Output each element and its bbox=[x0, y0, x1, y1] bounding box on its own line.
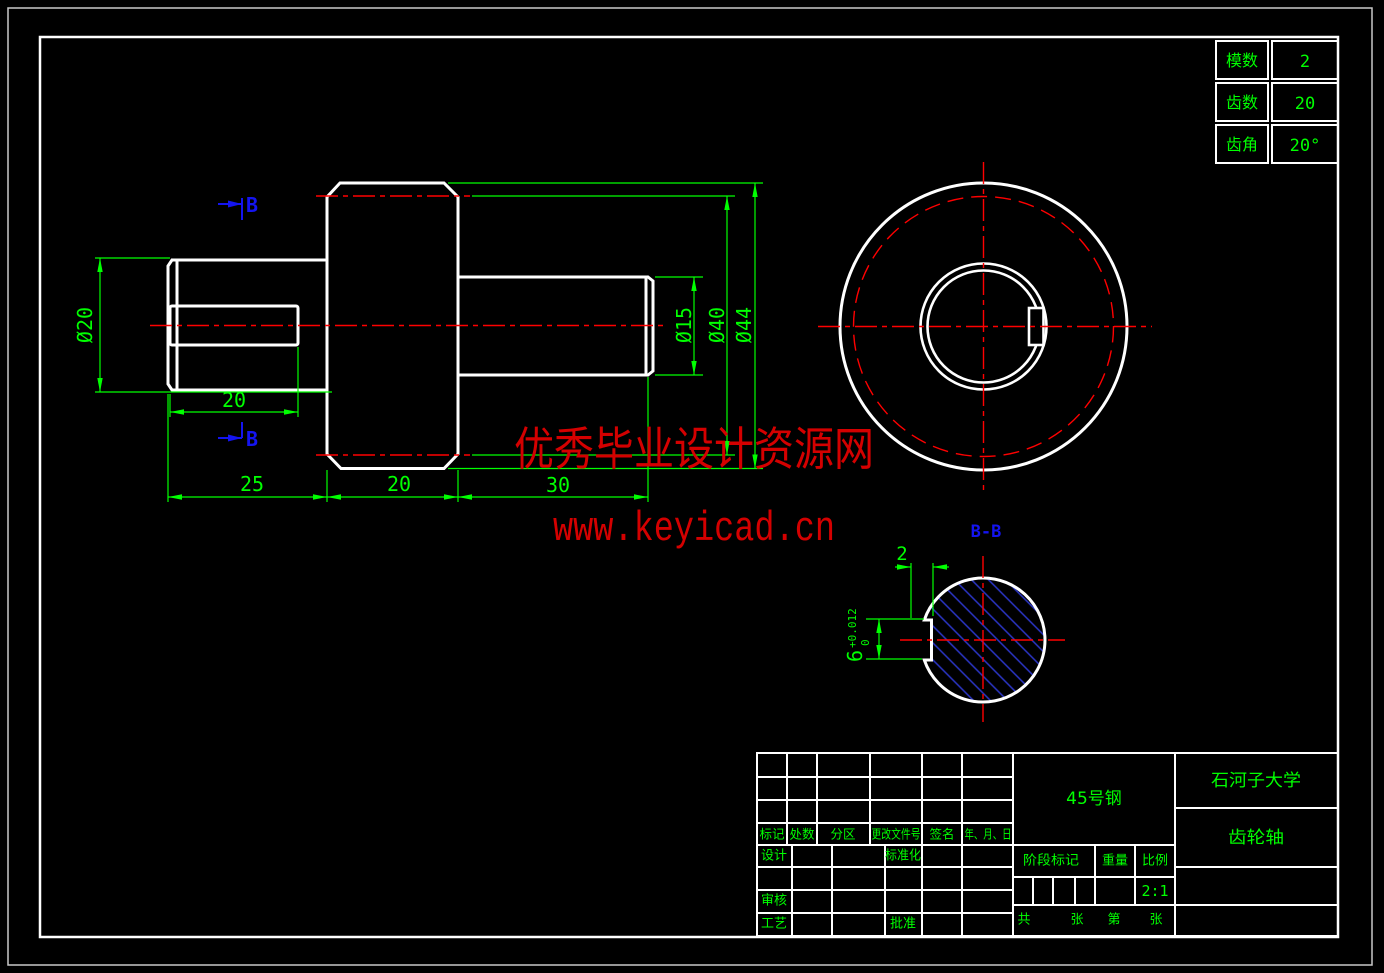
centerlines-main-view bbox=[150, 195, 663, 456]
scale-label: 比例 bbox=[1142, 854, 1168, 869]
dim-label-25: 25 bbox=[240, 472, 264, 496]
part-name: 齿轮轴 bbox=[1228, 828, 1284, 848]
standardization-label: 标准化 bbox=[885, 849, 921, 864]
tolerance-upper: +0.012 bbox=[846, 608, 859, 648]
material-label: 45号钢 bbox=[1066, 789, 1122, 809]
sheet-total-unit: 张 bbox=[1070, 913, 1083, 928]
outer-border bbox=[7, 7, 1373, 966]
review-label: 审核 bbox=[761, 894, 787, 909]
dim-label-phi44: Ø44 bbox=[732, 307, 756, 343]
gear-end-view bbox=[818, 162, 1152, 492]
university-name: 石河子大学 bbox=[1211, 771, 1301, 791]
watermark-line1: 优秀毕业设计资源网 bbox=[514, 422, 874, 476]
dim-label-30: 30 bbox=[546, 473, 570, 497]
weight-label: 重量 bbox=[1102, 853, 1128, 869]
section-label-b-bottom: B bbox=[246, 427, 258, 451]
revision-header-mark: 标记 bbox=[759, 827, 785, 842]
dim-label-phi15: Ø15 bbox=[672, 307, 696, 343]
section-view-bb: B-B 2 6 +0.012 0 bbox=[843, 522, 1065, 722]
process-label: 工艺 bbox=[761, 917, 787, 932]
svg-text:6: 6 bbox=[843, 650, 867, 662]
param-label-module: 模数 bbox=[1226, 51, 1258, 70]
dim-label-20: 20 bbox=[387, 472, 411, 496]
param-label-teeth: 齿数 bbox=[1226, 93, 1258, 112]
dim-label-phi20: Ø20 bbox=[73, 307, 97, 343]
watermark-line2: www.keyicad.cn bbox=[553, 505, 835, 553]
revision-header-count: 处数 bbox=[789, 827, 815, 842]
bb-keyway-width-label: 6 +0.012 0 bbox=[843, 608, 872, 662]
approve-label: 批准 bbox=[890, 917, 916, 932]
watermark: 优秀毕业设计资源网 www.keyicad.cn bbox=[514, 422, 874, 553]
sheet-number-unit: 张 bbox=[1149, 913, 1162, 928]
param-value-teeth: 20 bbox=[1295, 94, 1315, 114]
sheet-total-label: 共 bbox=[1017, 913, 1030, 928]
revision-header-date: 年、月、日 bbox=[965, 827, 1012, 842]
section-view-title: B-B bbox=[971, 522, 1002, 542]
param-value-module: 2 bbox=[1300, 52, 1310, 72]
title-block: 标记 处数 分区 更改文件号 签名 年、月、日 设计 标准化 审核 工艺 批准 … bbox=[756, 752, 1339, 937]
scale-value: 2:1 bbox=[1141, 882, 1168, 900]
dim-label-keyway-length: 20 bbox=[222, 388, 246, 412]
revision-header-signature: 签名 bbox=[929, 827, 954, 842]
design-label: 设计 bbox=[761, 849, 787, 864]
sheet-number-label: 第 bbox=[1107, 913, 1120, 928]
bb-keyway-width-dim bbox=[866, 618, 924, 660]
section-label-b-top: B bbox=[246, 193, 258, 217]
gear-params-table: 模数 2 齿数 20 齿角 20° bbox=[1215, 40, 1339, 164]
section-mark-b-top: B bbox=[218, 193, 258, 220]
pitch-circle bbox=[852, 195, 1115, 458]
inner-border bbox=[38, 35, 1340, 939]
param-label-angle: 齿角 bbox=[1226, 135, 1258, 154]
dim-label-phi40: Ø40 bbox=[705, 307, 729, 343]
title-block-grid bbox=[756, 752, 1339, 937]
dimension-lines bbox=[97, 183, 758, 500]
tolerance-lower: 0 bbox=[859, 639, 872, 646]
bb-keyway-depth-label: 2 bbox=[896, 543, 907, 565]
param-value-angle: 20° bbox=[1290, 136, 1321, 156]
revision-header-zone: 分区 bbox=[830, 827, 855, 842]
bb-keyway-depth-dim bbox=[895, 563, 949, 618]
stage-mark-label: 阶段标记 bbox=[1023, 854, 1079, 869]
revision-header-docno: 更改文件号 bbox=[872, 827, 921, 842]
section-mark-b-bottom: B bbox=[218, 422, 258, 451]
main-shaft-view: Ø20 20 25 20 30 Ø15 Ø40 Ø44 B B bbox=[73, 181, 763, 502]
gear-outline bbox=[325, 181, 460, 470]
